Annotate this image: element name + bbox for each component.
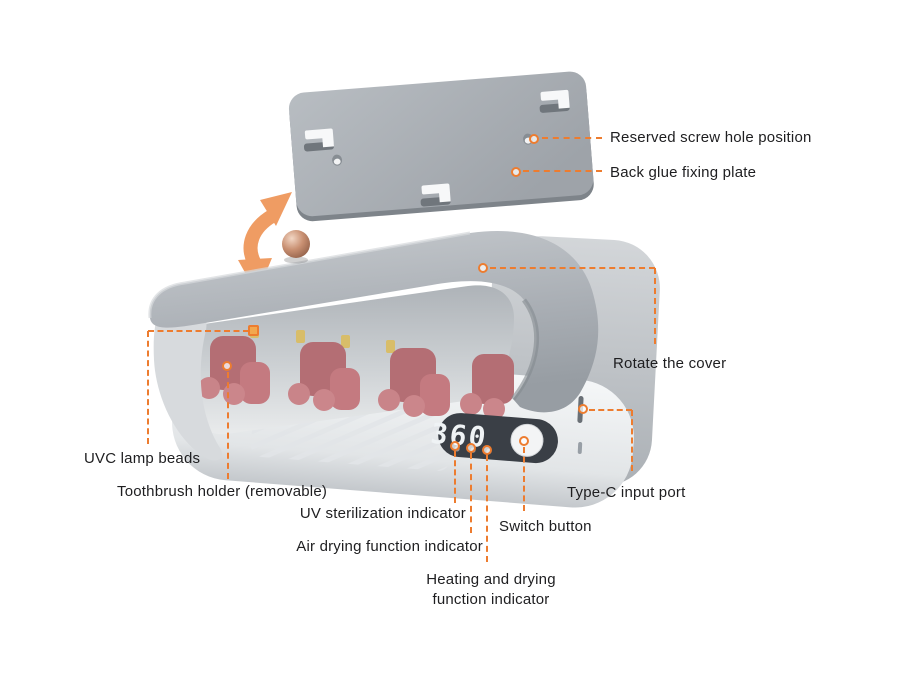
callout-line-heat-ind (486, 455, 488, 562)
marker-air-indicator (466, 443, 476, 453)
marker-type-c-port (578, 404, 588, 414)
marker-uv-indicator (450, 441, 460, 451)
marker-toothbrush (222, 361, 232, 371)
label-heating-drying: Heating and drying function indicator (426, 571, 556, 608)
copper-knob (282, 230, 310, 264)
callout-line-screw-hole (542, 137, 602, 139)
callout-line-uv-ind (454, 451, 456, 503)
label-uv-sterilization: UV sterilization indicator (299, 505, 466, 522)
callout-line-air-ind (470, 453, 472, 533)
marker-switch-button (519, 436, 529, 446)
callout-line-back-glue (523, 170, 602, 172)
back-glue-fixing-plate (288, 71, 594, 222)
callout-line-switch (523, 447, 525, 511)
label-air-drying: Air drying function indicator (296, 538, 483, 555)
marker-uvc-lamp-bead (248, 325, 259, 336)
rotating-cover (148, 231, 599, 413)
callout-line-type-c-v (631, 410, 633, 471)
label-uvc-lamp-beads: UVC lamp beads (84, 450, 201, 467)
callout-line-uvc-v (147, 331, 149, 444)
callout-line-uvc-h (148, 330, 249, 332)
sterilizer-body: 360 (148, 230, 660, 508)
label-back-glue-plate: Back glue fixing plate (610, 164, 757, 181)
hook-tab (539, 89, 570, 113)
toothbrush-heads (198, 336, 514, 420)
left-end-cap (153, 305, 223, 461)
callout-line-type-c-h (589, 409, 632, 411)
label-type-c-port: Type-C input port (567, 484, 686, 501)
marker-screw-hole (529, 134, 539, 144)
callout-line-rotate-h (490, 267, 655, 269)
hook-tab (420, 183, 451, 207)
marker-heat-indicator (482, 445, 492, 455)
label-rotate-cover: Rotate the cover (613, 355, 727, 372)
callout-line-rotate-v (654, 268, 656, 344)
marker-back-glue (511, 167, 521, 177)
label-toothbrush-holder: Toothbrush holder (removable) (117, 483, 328, 500)
label-reserved-screw-hole: Reserved screw hole position (610, 129, 812, 146)
screw-hole (332, 154, 343, 166)
hook-tab (303, 128, 335, 152)
label-switch-button: Switch button (499, 518, 592, 535)
callout-line-toothbrush (227, 372, 229, 479)
marker-rotate-cover (478, 263, 488, 273)
